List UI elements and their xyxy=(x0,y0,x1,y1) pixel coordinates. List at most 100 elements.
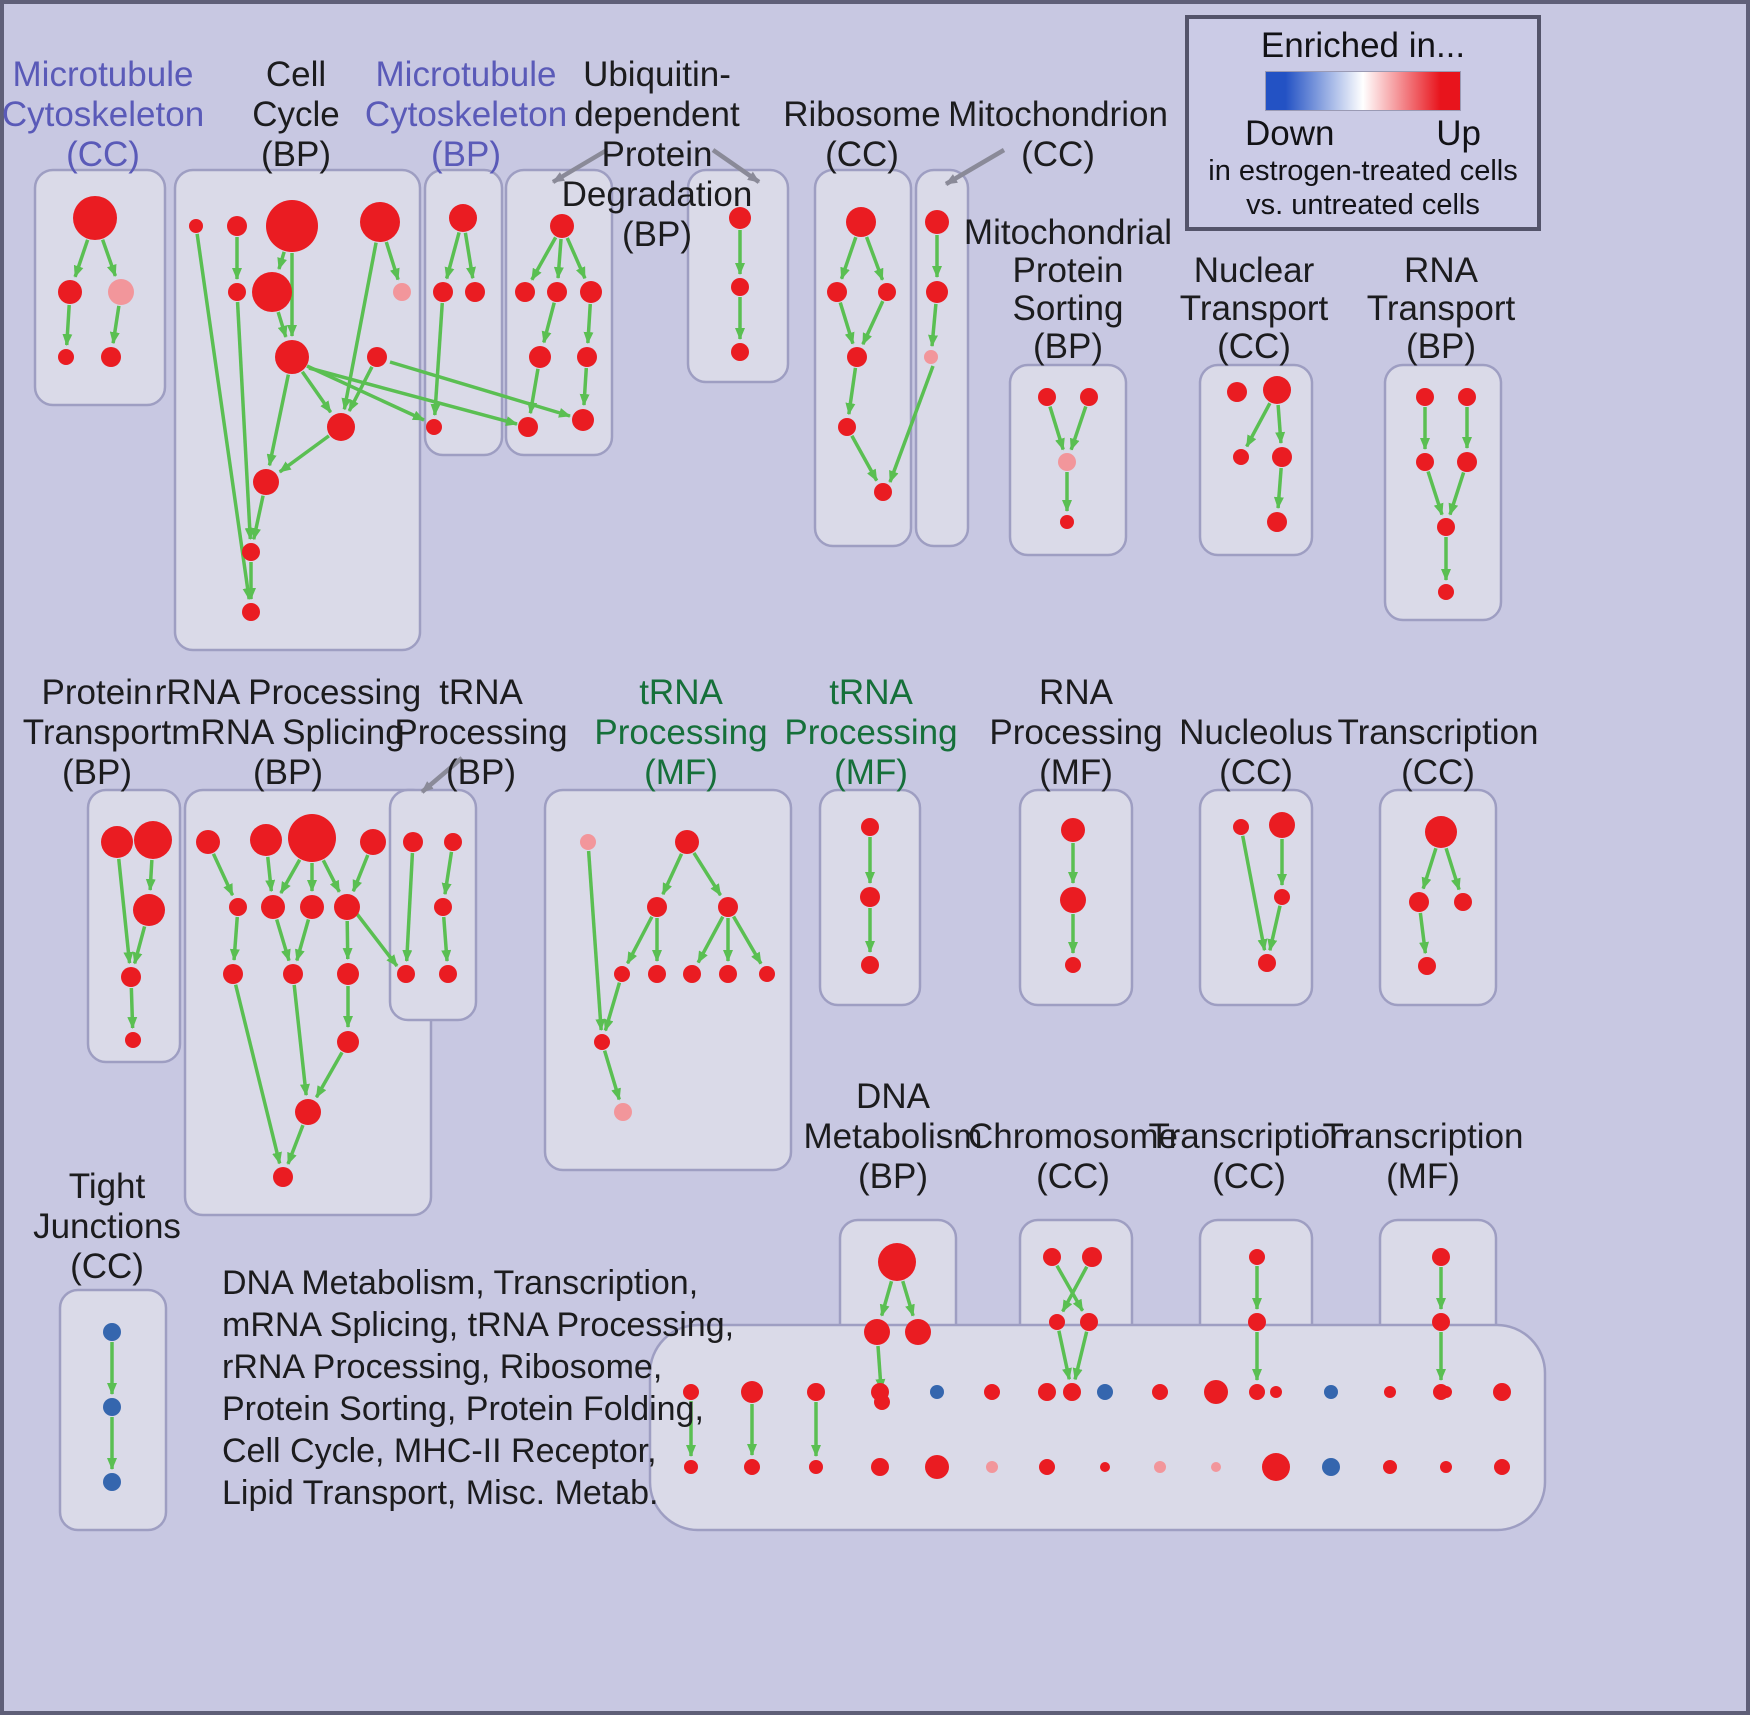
node-misc-metabolism-9 xyxy=(1204,1380,1228,1404)
node-cell-cycle-bp-9 xyxy=(327,413,355,441)
node-rrna-processing-mrna-splicing-bp-3 xyxy=(360,829,386,855)
node-misc-metabolism-11 xyxy=(1324,1385,1338,1399)
edge-arrow-trna-processing-mf-a xyxy=(626,915,654,965)
node-cell-cycle-bp-8 xyxy=(367,347,387,367)
edge-arrow-cell-cycle-bp xyxy=(266,374,291,467)
node-misc-metabolism-12 xyxy=(1384,1386,1396,1398)
node-misc-metabolism-19 xyxy=(925,1455,949,1479)
edge-arrow-mitochondrial-protein-sorting-bp xyxy=(1048,406,1065,451)
node-misc-metabolism-14 xyxy=(1493,1383,1511,1401)
edge-arrow-cell-cycle-bp xyxy=(251,495,265,541)
node-rna-processing-mf-1 xyxy=(1060,887,1086,913)
legend-title: Enriched in... xyxy=(1260,26,1466,65)
node-trna-processing-mf-a-4 xyxy=(614,966,630,982)
node-trna-processing-mf-a-1 xyxy=(675,830,699,854)
edge-arrow-rrna-processing-mrna-splicing-bp xyxy=(314,1051,344,1099)
node-microtubule-cytoskeleton-bp-3 xyxy=(426,419,442,435)
node-trna-processing-mf-a-6 xyxy=(683,965,701,983)
node-mitochondrial-protein-sorting-bp-2 xyxy=(1058,453,1076,471)
node-cell-cycle-bp-1 xyxy=(227,216,247,236)
edge-arrow-rrna-processing-mrna-splicing-bp xyxy=(321,859,341,893)
node-rrna-processing-mrna-splicing-bp-0 xyxy=(196,830,220,854)
label-pointer-arrow xyxy=(944,148,1006,186)
node-microtubule-cytoskeleton-bp-1 xyxy=(433,282,453,302)
node-ubiquitin-degradation-bp-a-7 xyxy=(572,409,594,431)
node-mitochondrial-protein-sorting-bp-3 xyxy=(1060,515,1074,529)
node-chromosome-cc-0 xyxy=(1043,1248,1061,1266)
node-cell-cycle-bp-11 xyxy=(242,543,260,561)
node-ribosome-cc-4 xyxy=(838,418,856,436)
cluster-box-misc-metabolism xyxy=(648,1323,1547,1532)
edge-arrow-rrna-processing-mrna-splicing-bp xyxy=(286,1124,305,1165)
edge-arrow-ubiquitin-degradation-bp-a xyxy=(583,303,594,345)
edge-arrow-cell-cycle-bp xyxy=(235,301,255,541)
node-tight-junctions-cc-0 xyxy=(103,1323,121,1341)
legend-up-label: Up xyxy=(1436,114,1481,153)
edge-arrow-trna-processing-mf-a xyxy=(696,915,725,964)
node-nucleolus-cc-0 xyxy=(1233,819,1249,835)
node-rrna-processing-mrna-splicing-bp-2 xyxy=(288,814,336,862)
node-trna-processing-mf-a-2 xyxy=(647,897,667,917)
node-protein-transport-bp-0 xyxy=(101,826,133,858)
node-misc-metabolism-8 xyxy=(1152,1384,1168,1400)
node-trna-processing-mf-a-3 xyxy=(718,897,738,917)
node-trna-processing-mf-a-7 xyxy=(719,965,737,983)
edge-arrow-chromosome-cc xyxy=(1072,1331,1089,1381)
node-mitochondrial-protein-sorting-bp-1 xyxy=(1080,388,1098,406)
edge-arrow-protein-transport-bp xyxy=(127,987,138,1030)
edge-arrow-microtubule-cytoskeleton-cc xyxy=(62,304,73,347)
node-transcription-cc-upper-3 xyxy=(1418,957,1436,975)
node-misc-metabolism-1 xyxy=(741,1381,763,1403)
edge-arrow-nucleolus-cc xyxy=(1267,905,1282,952)
edge-arrow-trna-processing-bp xyxy=(402,852,415,963)
edge-arrow-trna-processing-mf-a xyxy=(692,852,723,897)
node-misc-metabolism-15 xyxy=(684,1460,698,1474)
edge-arrow-chromosome-cc xyxy=(1055,1264,1085,1312)
node-misc-metabolism-26 xyxy=(1322,1458,1340,1476)
node-trna-processing-mf-a-9 xyxy=(594,1034,610,1050)
node-misc-metabolism-4 xyxy=(930,1385,944,1399)
node-cell-cycle-bp-10 xyxy=(253,469,279,495)
node-cell-cycle-bp-4 xyxy=(228,283,246,301)
cluster-label-transcription-mf: Transcription(MF) xyxy=(1323,1117,1524,1196)
edge-arrow-transcription-cc-upper xyxy=(1418,912,1429,955)
node-rna-transport-bp-1 xyxy=(1458,388,1476,406)
edge-arrow-rrna-processing-mrna-splicing-bp xyxy=(342,920,353,961)
edge-arrow-rna-transport-bp xyxy=(1426,470,1444,516)
node-ribosome-cc-1 xyxy=(827,282,847,302)
cluster-label-ribosome-cc: Ribosome(CC) xyxy=(783,95,941,174)
node-rrna-processing-mrna-splicing-bp-1 xyxy=(250,824,282,856)
node-misc-metabolism-18 xyxy=(871,1458,889,1476)
node-misc-metabolism-22 xyxy=(1100,1462,1110,1472)
node-misc-metabolism-2 xyxy=(807,1383,825,1401)
node-nucleolus-cc-1 xyxy=(1269,812,1295,838)
cross-edge-arrow xyxy=(389,360,571,418)
cluster-label-nucleolus-cc: Nucleolus(CC) xyxy=(1179,713,1333,792)
node-trna-processing-mf-a-5 xyxy=(648,965,666,983)
edge-arrow-trna-processing-bp xyxy=(441,851,454,896)
edge-arrow-dna-metabolism-bp xyxy=(901,1280,915,1317)
edge-arrow-microtubule-cytoskeleton-bp xyxy=(444,232,461,280)
edge-arrow-cell-cycle-bp xyxy=(341,242,378,411)
node-rna-transport-bp-2 xyxy=(1416,453,1434,471)
node-microtubule-cytoskeleton-bp-0 xyxy=(449,204,477,232)
cluster-box-transcription-cc-upper xyxy=(1378,788,1498,1007)
node-trna-processing-bp-3 xyxy=(397,965,415,983)
node-trna-processing-mf-b-0 xyxy=(861,818,879,836)
node-nuclear-transport-cc-4 xyxy=(1267,512,1287,532)
node-microtubule-cytoskeleton-cc-1 xyxy=(58,280,82,304)
node-cell-cycle-bp-5 xyxy=(252,272,292,312)
node-misc-metabolism-28 xyxy=(1440,1461,1452,1473)
node-dna-metabolism-bp-1 xyxy=(864,1319,890,1345)
edge-arrow-rrna-processing-mrna-splicing-bp xyxy=(233,984,282,1165)
node-cell-cycle-bp-0 xyxy=(189,219,203,233)
edge-arrow-microtubule-cytoskeleton-cc xyxy=(109,305,121,345)
node-trna-processing-mf-a-10 xyxy=(614,1103,632,1121)
cluster-box-mitochondrion-cc xyxy=(914,168,970,548)
cluster-label-transcription-cc-lower: Transcription(CC) xyxy=(1149,1117,1350,1196)
